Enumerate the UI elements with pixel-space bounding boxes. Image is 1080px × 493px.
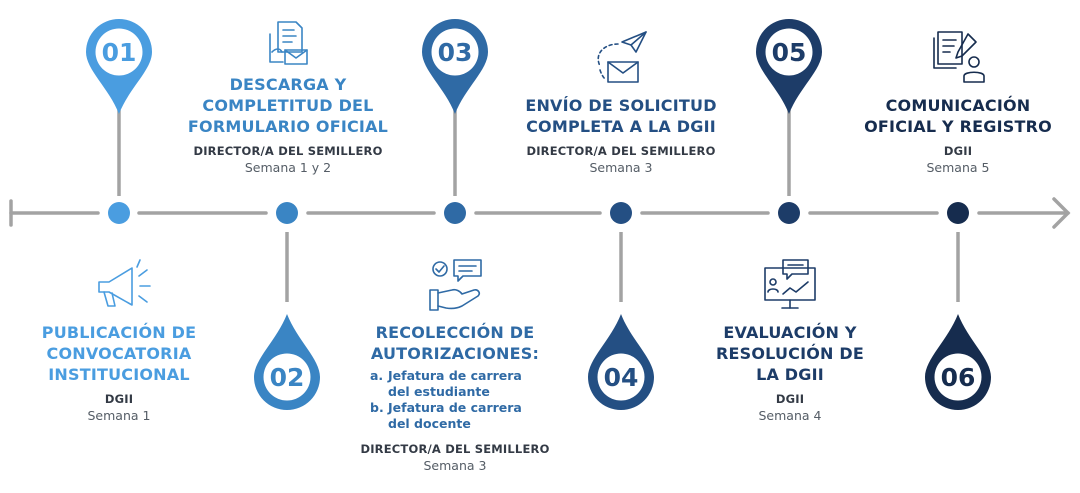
step-2-title-line: COMPLETITUD DEL	[202, 96, 374, 115]
hand-approval-icon	[429, 259, 482, 311]
step-6-title-line: COMUNICACIÓN	[885, 96, 1031, 115]
megaphone-icon	[98, 259, 151, 307]
step-3-title-line: RECOLECCIÓN DE	[375, 323, 535, 342]
step-5-role: DGII	[775, 392, 805, 406]
step-5-text: EVALUACIÓN Y RESOLUCIÓN DE LA DGII DGII Se…	[690, 322, 890, 423]
step-6-role: DGII	[943, 144, 973, 158]
step-2-title-line: DESCARGA Y	[229, 75, 347, 94]
step-5-time: Semana 4	[758, 408, 822, 423]
step-1-time: Semana 1	[87, 408, 151, 423]
authorization-item-line: Jefatura de carrera	[388, 368, 522, 383]
axis-arrowhead	[1052, 197, 1071, 229]
paper-plane-envelope-icon	[597, 31, 647, 83]
step-3-text: RECOLECCIÓN DE AUTORIZACIONES: a. Jefatura…	[350, 322, 560, 473]
step-1-title-line: PUBLICACIÓN DE	[41, 323, 197, 342]
step-6-title-line: OFICIAL Y REGISTRO	[864, 117, 1052, 136]
step-6-drop-inner	[934, 353, 982, 401]
step-1-role: DGII	[104, 392, 134, 406]
step-3-dot	[444, 202, 466, 224]
step-4-number: 04	[604, 363, 639, 392]
step-5-title-line: LA DGII	[756, 365, 824, 384]
step-4-title-line: ENVÍO DE SOLICITUD	[525, 96, 717, 115]
step-1-title-line: INSTITUCIONAL	[48, 365, 190, 384]
step-1-marker: 01	[86, 19, 152, 224]
step-5-title-line: RESOLUCIÓN DE	[715, 344, 865, 363]
step-4-role: DIRECTOR/A DEL SEMILLERO	[526, 144, 716, 158]
authorization-item-line: del estudiante	[388, 384, 490, 399]
presentation-evaluation-icon	[764, 259, 816, 309]
step-1-dot	[108, 202, 130, 224]
timeline-axis	[9, 197, 1071, 229]
step-3-marker: 03	[422, 19, 488, 224]
step-2-role: DIRECTOR/A DEL SEMILLERO	[193, 144, 383, 158]
step-6-marker: 06	[925, 202, 991, 410]
step-3-pin-inner	[431, 28, 479, 76]
step-4-title: ENVÍO DE SOLICITUD COMPLETA A LA DGII	[510, 95, 732, 137]
step-2-text: DESCARGA Y COMPLETITUD DEL FORMULARIO OFIC…	[172, 74, 404, 175]
authorization-item-line: del docente	[388, 416, 471, 431]
step-6-title: COMUNICACIÓN OFICIAL Y REGISTRO	[860, 95, 1056, 137]
step-1-number: 01	[102, 38, 137, 67]
step-2-time: Semana 1 y 2	[244, 160, 332, 175]
step-5-pin-inner	[765, 28, 813, 76]
step-4-title-line: COMPLETA A LA DGII	[526, 117, 716, 136]
step-6-number: 06	[941, 363, 976, 392]
step-3-title: RECOLECCIÓN DE AUTORIZACIONES:	[350, 322, 560, 364]
step-4-drop-inner	[597, 353, 645, 401]
step-2-title: DESCARGA Y COMPLETITUD DEL FORMULARIO OFIC…	[172, 74, 404, 137]
registration-user-icon	[933, 31, 985, 83]
document-form-icon	[269, 21, 308, 65]
step-4-dot	[610, 202, 632, 224]
step-2-title-line: FORMULARIO OFICIAL	[187, 117, 389, 136]
step-6-text: COMUNICACIÓN OFICIAL Y REGISTRO DGII Sema…	[860, 95, 1056, 175]
step-4-text: ENVÍO DE SOLICITUD COMPLETA A LA DGII DIR…	[510, 95, 732, 175]
step-1-title-line: CONVOCATORIA	[46, 344, 192, 363]
step-3-role: DIRECTOR/A DEL SEMILLERO	[360, 442, 550, 456]
step-5-title: EVALUACIÓN Y RESOLUCIÓN DE LA DGII	[690, 322, 890, 385]
step-3-title-line: AUTORIZACIONES:	[370, 344, 540, 363]
step-3-number: 03	[438, 38, 473, 67]
step-1-title: PUBLICACIÓN DE CONVOCATORIA INSTITUCIONAL	[19, 322, 219, 385]
step-2-dot	[276, 202, 298, 224]
step-2-marker: 02	[254, 202, 320, 410]
authorization-item-marker: a.	[370, 368, 384, 383]
step-4-time: Semana 3	[589, 160, 653, 175]
step-6-dot	[947, 202, 969, 224]
step-1-pin-inner	[95, 28, 143, 76]
step-6-time: Semana 5	[926, 160, 990, 175]
step-5-marker: 05	[756, 19, 822, 224]
step-2-drop-inner	[263, 353, 311, 401]
step-5-title-line: EVALUACIÓN Y	[723, 323, 857, 342]
step-5-number: 05	[772, 38, 807, 67]
step-2-number: 02	[270, 363, 305, 392]
step-3-time: Semana 3	[423, 458, 487, 473]
step-4-marker: 04	[588, 202, 654, 410]
step-5-dot	[778, 202, 800, 224]
authorization-item-marker: b.	[370, 400, 384, 415]
authorization-item-line: Jefatura de carrera	[388, 400, 522, 415]
